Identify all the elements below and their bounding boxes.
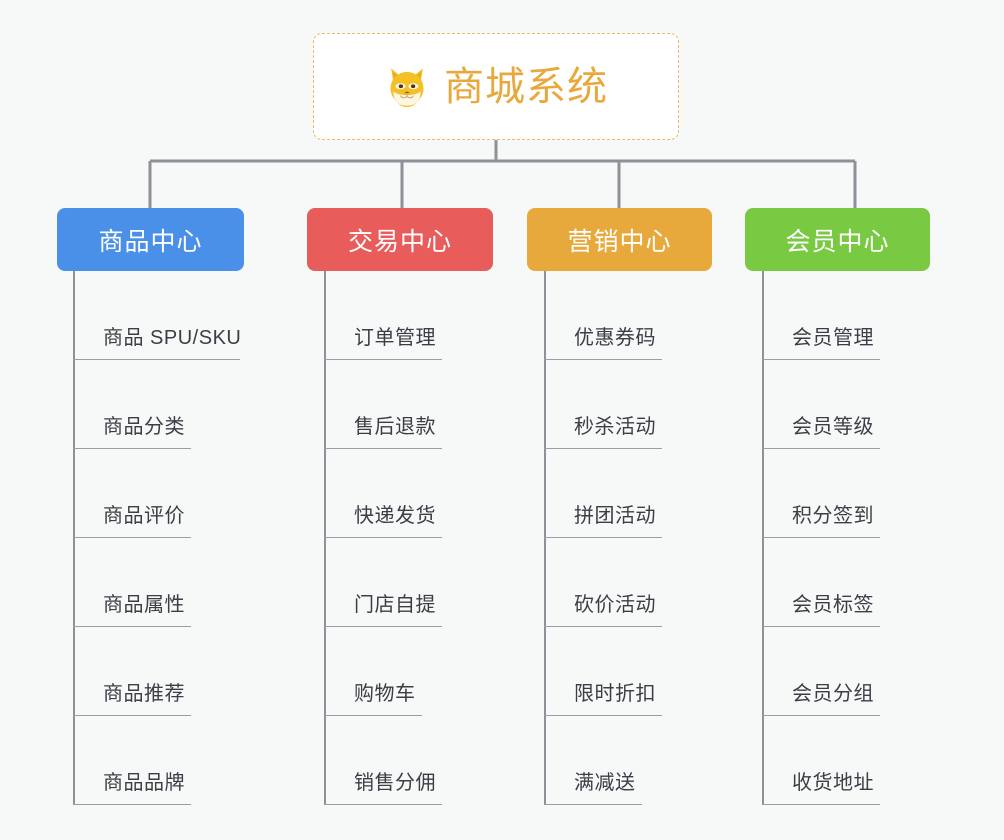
list-item-label: 商品推荐 (103, 683, 185, 705)
list-item[interactable]: 秒杀活动 (544, 360, 804, 449)
list-item[interactable]: 门店自提 (324, 538, 584, 627)
list-item-underline (544, 537, 662, 538)
category-card-2[interactable]: 交易中心 (307, 208, 493, 271)
list-item-label: 收货地址 (792, 772, 874, 794)
list-item-underline (762, 715, 880, 716)
list-item-label: 拼团活动 (574, 505, 656, 527)
list-item[interactable]: 商品评价 (73, 449, 333, 538)
list-item-underline (324, 626, 442, 627)
list-item-underline (544, 626, 662, 627)
list-item-label: 会员管理 (792, 327, 874, 349)
list-item[interactable]: 购物车 (324, 627, 584, 716)
list-item-label: 商品属性 (103, 594, 185, 616)
list-item-label: 快递发货 (354, 505, 436, 527)
list-item-underline (762, 448, 880, 449)
list-item-underline (324, 448, 442, 449)
list-item-label: 会员等级 (792, 416, 874, 438)
list-item-underline (73, 448, 191, 449)
list-item-label: 门店自提 (354, 594, 436, 616)
list-item[interactable]: 商品属性 (73, 538, 333, 627)
list-item[interactable]: 商品 SPU/SKU (73, 271, 333, 360)
list-item-underline (544, 715, 662, 716)
list-item-underline (544, 359, 662, 360)
list-item-label: 会员标签 (792, 594, 874, 616)
list-item-underline (73, 537, 191, 538)
list-item[interactable]: 砍价活动 (544, 538, 804, 627)
list-item[interactable]: 会员分组 (762, 627, 1004, 716)
list-item-label: 限时折扣 (574, 683, 656, 705)
list-item[interactable]: 会员标签 (762, 538, 1004, 627)
list-item-label: 商品 SPU/SKU (103, 327, 242, 349)
item-column-2: 订单管理售后退款快递发货门店自提购物车销售分佣 (324, 271, 584, 805)
list-item-label: 售后退款 (354, 416, 436, 438)
item-column-3: 优惠券码秒杀活动拼团活动砍价活动限时折扣满减送 (544, 271, 804, 805)
list-item[interactable]: 积分签到 (762, 449, 1004, 538)
list-item-label: 订单管理 (354, 327, 436, 349)
list-item-underline (73, 626, 191, 627)
root-node[interactable]: 商城系统 (313, 33, 679, 140)
list-item[interactable]: 售后退款 (324, 360, 584, 449)
list-item-label: 会员分组 (792, 683, 874, 705)
category-card-1[interactable]: 商品中心 (57, 208, 244, 271)
list-item-underline (73, 715, 191, 716)
list-item-label: 商品品牌 (103, 772, 185, 794)
category-card-4[interactable]: 会员中心 (745, 208, 930, 271)
list-item-underline (73, 359, 240, 360)
list-item[interactable]: 优惠券码 (544, 271, 804, 360)
list-item-underline (324, 537, 442, 538)
root-node-label: 商城系统 (444, 64, 608, 109)
list-item[interactable]: 快递发货 (324, 449, 584, 538)
list-item-underline (324, 715, 422, 716)
dog-face-icon (390, 67, 424, 107)
item-column-1: 商品 SPU/SKU 商品分类商品评价商品属性商品推荐商品品牌 (73, 271, 333, 805)
item-column-4: 会员管理会员等级积分签到会员标签会员分组收货地址 (762, 271, 1004, 805)
list-item[interactable]: 订单管理 (324, 271, 584, 360)
list-item-label: 购物车 (354, 683, 416, 705)
category-card-label: 交易中心 (347, 227, 452, 256)
list-item-underline (73, 804, 191, 805)
list-item-underline (544, 448, 662, 449)
list-item-label: 销售分佣 (354, 772, 436, 794)
list-item-underline (324, 804, 442, 805)
list-item-label: 砍价活动 (574, 594, 656, 616)
list-item[interactable]: 商品品牌 (73, 716, 333, 805)
list-item[interactable]: 满减送 (544, 716, 804, 805)
category-card-3[interactable]: 营销中心 (527, 208, 712, 271)
branch-spine (73, 271, 75, 805)
branch-spine (762, 271, 764, 805)
branch-spine (324, 271, 326, 805)
list-item-underline (544, 804, 642, 805)
list-item-label: 秒杀活动 (574, 416, 656, 438)
list-item[interactable]: 商品分类 (73, 360, 333, 449)
list-item-underline (762, 537, 880, 538)
list-item[interactable]: 收货地址 (762, 716, 1004, 805)
list-item-label: 积分签到 (792, 505, 874, 527)
list-item[interactable]: 拼团活动 (544, 449, 804, 538)
list-item[interactable]: 会员等级 (762, 360, 1004, 449)
list-item-label: 满减送 (574, 772, 636, 794)
category-card-label: 会员中心 (785, 227, 890, 256)
list-item-underline (324, 359, 442, 360)
category-card-label: 商品中心 (98, 227, 203, 256)
list-item-label: 商品评价 (103, 505, 185, 527)
list-item[interactable]: 商品推荐 (73, 627, 333, 716)
list-item-label: 优惠券码 (574, 327, 656, 349)
list-item-underline (762, 359, 880, 360)
list-item[interactable]: 会员管理 (762, 271, 1004, 360)
list-item[interactable]: 限时折扣 (544, 627, 804, 716)
category-card-label: 营销中心 (567, 227, 672, 256)
list-item-underline (762, 804, 880, 805)
list-item[interactable]: 销售分佣 (324, 716, 584, 805)
list-item-label: 商品分类 (103, 416, 185, 438)
list-item-underline (762, 626, 880, 627)
branch-spine (544, 271, 546, 805)
